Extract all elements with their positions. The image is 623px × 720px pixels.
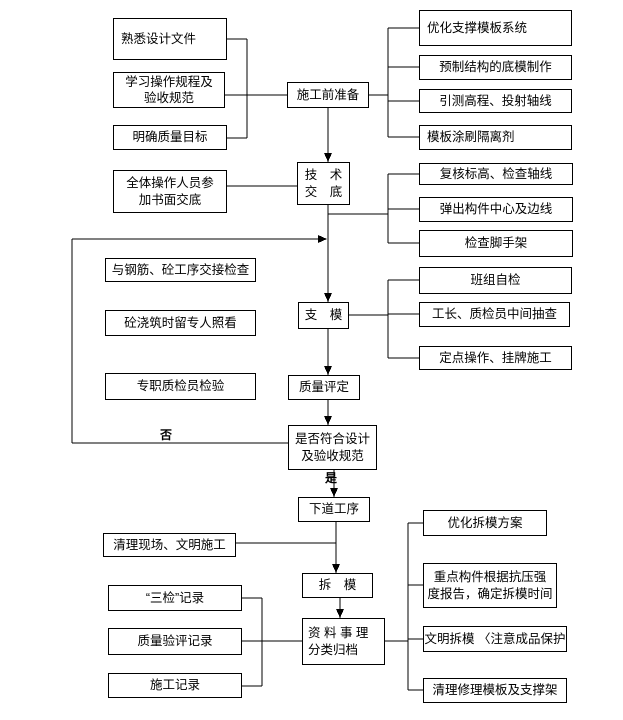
node-quality-eval-record: 质量验评记录: [108, 628, 242, 655]
node-next-process: 下道工序: [298, 497, 370, 522]
node-precast-bottom-form: 预制结构的底模制作: [419, 55, 572, 80]
node-construction-record: 施工记录: [108, 673, 242, 698]
node-strength-report: 重点构件根据抗压强 度报告，确定拆模时间: [423, 563, 557, 608]
node-pre-construction: 施工前准备: [287, 82, 369, 108]
node-site-cleanup: 清理现场、文明施工: [103, 533, 236, 557]
node-clean-repair: 清理修理模板及支撑架: [423, 678, 567, 703]
node-check-scaffold: 检查脚手架: [419, 230, 573, 257]
node-optimize-support: 优化支撑模板系统: [419, 10, 572, 46]
node-learn-rules: 学习操作规程及 验收规范: [113, 72, 225, 108]
node-foreman-spot-check: 工长、质检员中间抽查: [419, 302, 570, 327]
node-three-checks-record: “三检”记录: [108, 585, 242, 611]
node-team-self-check: 班组自检: [419, 267, 572, 294]
node-optimize-removal: 优化拆模方案: [423, 510, 547, 536]
node-snap-lines: 弹出构件中心及边线: [419, 197, 573, 222]
node-conformance-check: 是否符合设计 及验收规范: [288, 425, 377, 470]
edge-label-no: 否: [160, 428, 173, 442]
node-archive: 资 料 事 理 分类归档: [302, 618, 385, 665]
node-quality-assessment: 质量评定: [288, 375, 360, 400]
node-formwork-removal: 拆 模: [302, 573, 373, 598]
node-formwork-erection: 支 模: [298, 302, 349, 329]
node-quality-goal: 明确质量目标: [113, 125, 227, 150]
node-civilized-removal: 文明拆模 〈注意成品保护: [423, 626, 567, 652]
node-fixed-point: 定点操作、挂牌施工: [419, 346, 572, 370]
node-tech-briefing: 技 术 交 底: [297, 162, 350, 205]
edge-label-yes: 是: [325, 471, 338, 485]
node-qc-inspection: 专职质检员检验: [105, 373, 256, 400]
node-release-agent: 模板涂刷隔离剂: [419, 125, 572, 150]
node-staff-briefing: 全体操作人员参 加书面交底: [113, 170, 227, 213]
node-recheck-elevation: 复核标高、检查轴线: [419, 163, 573, 185]
node-rebar-handover: 与钢筋、砼工序交接检查: [105, 258, 256, 282]
node-survey-lines: 引测高程、投射轴线: [419, 89, 572, 113]
node-concrete-watch: 砼浇筑时留专人照看: [105, 310, 256, 336]
node-familiarize-design: 熟悉设计文件: [113, 18, 227, 60]
arrowheads: [318, 153, 344, 618]
